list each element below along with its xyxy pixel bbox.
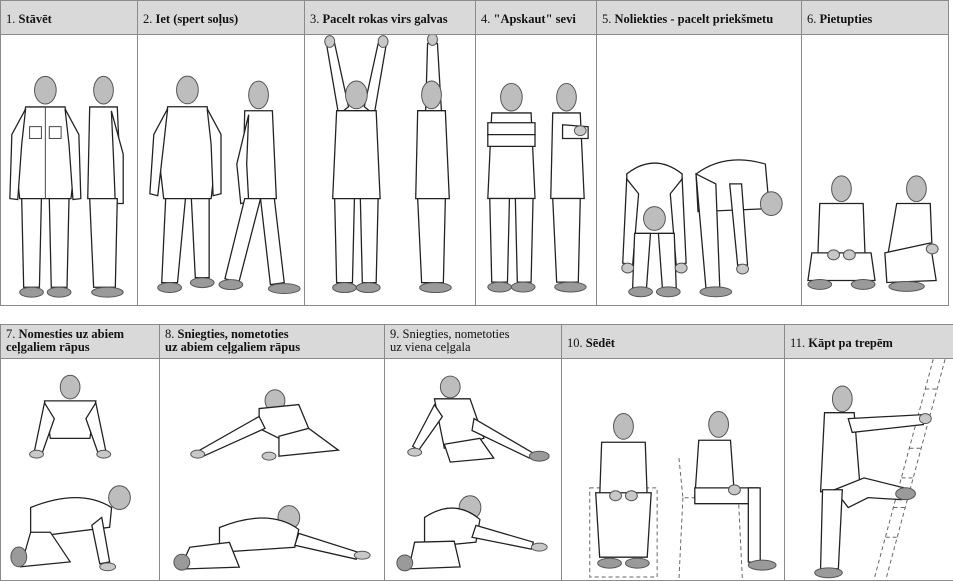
- bending-figure-icon: [597, 35, 801, 305]
- panel-ladder: 11. Kāpt pa trepēm: [784, 324, 953, 581]
- panel-bending: 5. Noliekties - pacelt priekšmetu: [596, 0, 802, 306]
- poses-row-2: 7. Nomesties uz abiem ceļgaliem rāpus: [0, 324, 953, 581]
- panel-header: 3. Pacelt rokas virs galvas: [305, 1, 475, 35]
- crawling-figure-icon: [1, 359, 159, 580]
- panel-header: 8. Sniegties, nometoties uz abiem ceļgal…: [160, 325, 384, 359]
- panel-header: 5. Noliekties - pacelt priekšmetu: [597, 1, 801, 35]
- panel-number: 11.: [790, 336, 805, 350]
- panel-crawling: 7. Nomesties uz abiem ceļgaliem rāpus: [0, 324, 160, 581]
- panel-walking: 2. Iet (spert soļus): [137, 0, 305, 306]
- panel-title-line2: uz viena ceļgala: [390, 341, 556, 354]
- panel-title: Iet (spert soļus): [156, 12, 239, 26]
- panel-number: 1.: [6, 12, 15, 26]
- panel-number: 2.: [143, 12, 152, 26]
- panel-number: 10.: [567, 336, 583, 350]
- panel-reaching-both-knees: 8. Sniegties, nometoties uz abiem ceļgal…: [159, 324, 385, 581]
- squatting-figure-icon: [802, 35, 948, 305]
- panel-title: Sniegties, nometoties: [403, 327, 510, 341]
- panel-title-line2: uz abiem ceļgaliem rāpus: [165, 341, 379, 354]
- panel-title: Sniegties, nometoties: [178, 327, 289, 341]
- panel-number: 8.: [165, 327, 174, 341]
- panel-header: 1. Stāvēt: [1, 1, 137, 35]
- arms-raised-figure-icon: [305, 35, 475, 305]
- panel-self-hug: 4. "Apskaut" sevi: [475, 0, 597, 306]
- sitting-figure-icon: [562, 359, 784, 580]
- panel-title: Sēdēt: [586, 336, 615, 350]
- reaching-figure-icon: [160, 359, 384, 580]
- panel-title: Nomesties uz abiem: [19, 327, 125, 341]
- panel-reaching-one-knee: 9. Sniegties, nometoties uz viena ceļgal…: [384, 324, 562, 581]
- panel-title: Stāvēt: [19, 12, 52, 26]
- panel-title: Noliekties - pacelt priekšmetu: [615, 12, 774, 26]
- kneeling-figure-icon: [385, 359, 561, 580]
- panel-number: 5.: [602, 12, 611, 26]
- panel-standing: 1. Stāvēt: [0, 0, 138, 306]
- walking-figure-icon: [138, 35, 304, 305]
- panel-header: 6. Pietupties: [802, 1, 948, 35]
- panel-header: 2. Iet (spert soļus): [138, 1, 304, 35]
- panel-number: 7.: [6, 327, 15, 341]
- panel-sitting: 10. Sēdēt: [561, 324, 785, 581]
- panel-squatting: 6. Pietupties: [801, 0, 949, 306]
- panel-header: 10. Sēdēt: [562, 325, 784, 359]
- panel-title-line2: ceļgaliem rāpus: [6, 341, 154, 354]
- panel-title: Pietupties: [820, 12, 873, 26]
- panel-header: 4. "Apskaut" sevi: [476, 1, 596, 35]
- panel-number: 4.: [481, 12, 490, 26]
- panel-number: 3.: [310, 12, 319, 26]
- panel-number: 6.: [807, 12, 816, 26]
- ladder-climbing-figure-icon: [785, 359, 953, 580]
- panel-number: 9.: [390, 327, 399, 341]
- poses-row-1: 1. Stāvēt: [0, 0, 953, 306]
- standing-figure-icon: [1, 35, 137, 305]
- panel-header: 7. Nomesties uz abiem ceļgaliem rāpus: [1, 325, 159, 359]
- panel-header: 9. Sniegties, nometoties uz viena ceļgal…: [385, 325, 561, 359]
- panel-header: 11. Kāpt pa trepēm: [785, 325, 953, 359]
- panel-title: Pacelt rokas virs galvas: [323, 12, 448, 26]
- panel-arms-raised: 3. Pacelt rokas virs galvas: [304, 0, 476, 306]
- self-hug-figure-icon: [476, 35, 596, 305]
- panel-title: "Apskaut" sevi: [494, 12, 576, 26]
- panel-title: Kāpt pa trepēm: [808, 336, 893, 350]
